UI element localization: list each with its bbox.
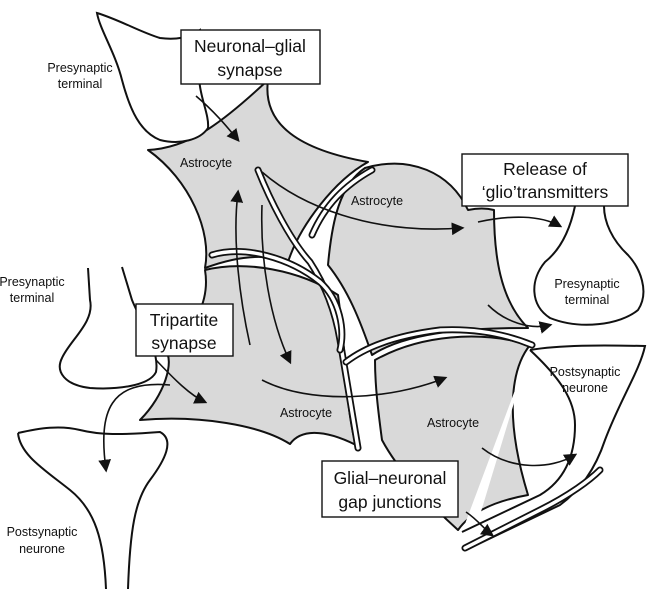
arrow-astrocyte-to-postsynaptic-right [481,447,578,467]
gap-junctions-line-2: gap junctions [338,492,441,512]
arrow-presynaptic-to-postsynaptic [98,383,171,473]
presynaptic-top-left-line-1: Presynaptic [47,61,112,75]
neuronal-glial-synapse-line-1: Neuronal–glial [194,36,306,56]
presynaptic-top-left-line-2: terminal [58,77,102,91]
astrocyte-label-bottom-right: Astrocyte [427,416,479,430]
tripartite-synapse-line-1: Tripartite [150,310,218,330]
tripartite-synapse-box [135,303,234,357]
presynaptic-right-line-2: terminal [565,293,609,307]
postsynaptic-neurone-bottom-left [17,426,169,589]
arrow-astrocyte-to-astrocyte [261,171,465,236]
presynaptic-right-line-1: Presynaptic [554,277,619,291]
presynaptic-mid-left-line-2: terminal [10,291,54,305]
arrow-presynaptic-to-astrocyte [195,95,240,142]
release-gliotransmitters-line-2: ‘glio’transmitters [482,182,609,202]
arrow-astrocyte-down [260,204,292,365]
postsynaptic-right-line-1: Postsynaptic [550,365,621,379]
astrocyte-label-bottom-left: Astrocyte [280,406,332,420]
neuronal-glial-synapse-box [180,29,321,85]
astrocyte-label-top-right: Astrocyte [351,194,403,208]
tripartite-synapse-line-2: synapse [151,333,216,353]
postsynaptic-right-line-2: neurone [562,381,608,395]
presynaptic-terminal-right [533,205,645,326]
postsynaptic-bottom-left-line-1: Postsynaptic [7,525,78,539]
arrow-astrocyte-up [230,189,251,346]
arrow-astrocyte-across [261,375,448,398]
astrocyte-body-top-right [327,162,529,356]
arrow-gap-junction-to-neurone [465,511,495,537]
release-gliotransmitters-box [461,153,629,207]
astrocyte-label-top-left: Astrocyte [180,156,232,170]
presynaptic-terminal-top-left [95,11,210,143]
glial-neuronal-gap-junctions-box [321,460,459,518]
arrow-astrocyte-to-presynaptic-bottom [487,304,553,334]
arrow-astrocyte-to-presynaptic-right [477,215,563,228]
arrow-tripartite-to-astrocyte [155,359,208,404]
presynaptic-mid-left-line-1: Presynaptic [0,275,65,289]
neuronal-glial-synapse-line-2: synapse [217,60,282,80]
gap-junctions-line-1: Glial–neuronal [334,468,447,488]
postsynaptic-bottom-left-line-2: neurone [19,542,65,556]
release-gliotransmitters-line-1: Release of [503,159,587,179]
